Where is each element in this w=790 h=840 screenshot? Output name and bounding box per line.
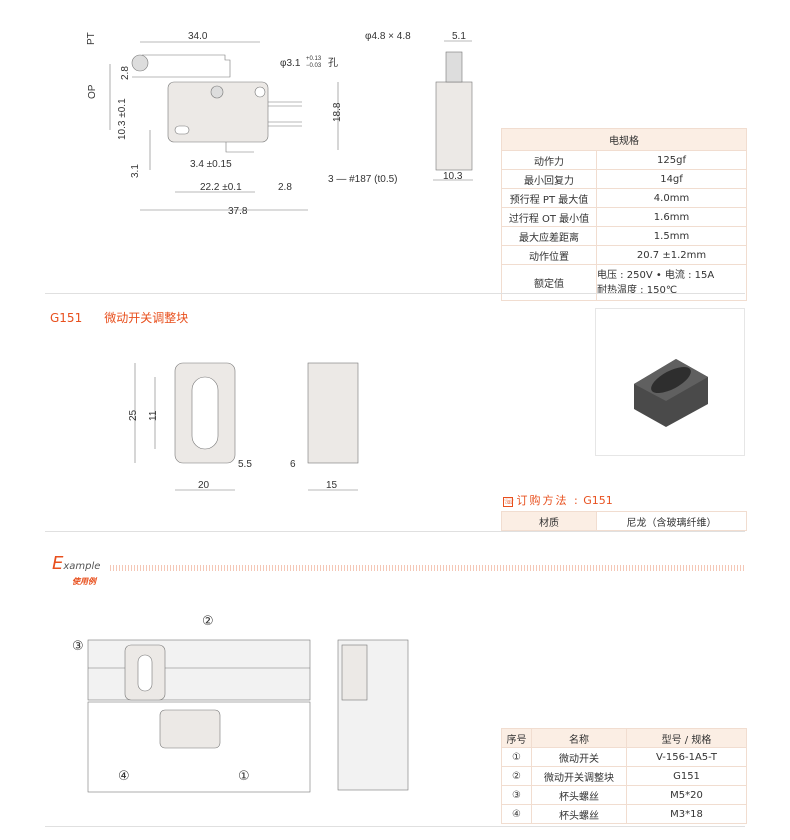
callout-1: ① <box>238 768 250 783</box>
example-drawing: ③ ② ④ ① <box>72 613 409 793</box>
example-rest: xample <box>63 561 101 572</box>
spec-label: 动作位置 <box>501 245 597 265</box>
cell: V-156-1A5-T <box>626 747 747 767</box>
header-name: 名称 <box>531 728 627 748</box>
cell: 微动开关调整块 <box>531 766 627 786</box>
dim-6: 6 <box>290 459 296 470</box>
order-code: G151 <box>583 494 613 507</box>
order-label: 订购方法 : <box>516 494 580 507</box>
hole-tol-up: +0.13 <box>306 56 322 62</box>
hole-suffix: 孔 <box>328 57 338 69</box>
divider <box>45 293 745 294</box>
header-model: 型号 / 规格 <box>626 728 747 748</box>
op-label: OP <box>87 84 98 99</box>
spec-label: 最小回复力 <box>501 169 597 189</box>
cell: ④ <box>501 804 532 824</box>
roller-label: φ4.8 × 4.8 <box>365 31 411 42</box>
spec-value: 4.0mm <box>596 188 747 208</box>
spec-title: 电规格 <box>501 128 747 151</box>
phone-icon: ☏ <box>503 497 515 507</box>
dim-25: 25 <box>128 409 139 421</box>
cell: G151 <box>626 766 747 786</box>
cell: ① <box>501 747 532 767</box>
cell: M5*20 <box>626 785 747 805</box>
spec-label: 过行程 OT 最小值 <box>501 207 597 227</box>
product-code: G151 <box>50 311 83 325</box>
spec-value: 1.5mm <box>596 226 747 246</box>
cell: ② <box>501 766 532 786</box>
pt-label: PT <box>86 32 97 45</box>
spec-label: 动作力 <box>501 150 597 170</box>
dim-3-1: 3.1 <box>130 164 141 178</box>
rated-line2: 耐热温度 : 150℃ <box>597 284 678 296</box>
material-label: 材质 <box>501 511 597 531</box>
product-photo <box>595 308 745 456</box>
dim-18-8: 18.8 <box>332 102 343 122</box>
cell: 杯头螺丝 <box>531 785 627 805</box>
product-name: 微动开关调整块 <box>104 311 189 325</box>
order-method: ☏ 订购方法 : G151 <box>503 492 613 508</box>
dim-2-8b: 2.8 <box>278 182 292 193</box>
cell: ③ <box>501 785 532 805</box>
dim-37-8: 37.8 <box>228 206 248 217</box>
example-dotted-rule <box>110 565 746 571</box>
divider <box>45 826 745 827</box>
callout-3: ③ <box>72 638 84 653</box>
spec-value: 20.7 ±1.2mm <box>596 245 747 265</box>
product-heading: G151 微动开关调整块 <box>50 309 188 326</box>
header-no: 序号 <box>501 728 532 748</box>
material-table: 材质尼龙（含玻璃纤维） <box>501 511 747 531</box>
adjust-block-drawing: 25 11 5.5 20 6 15 <box>128 362 359 491</box>
material-value: 尼龙（含玻璃纤维） <box>596 511 747 531</box>
dim-5-5: 5.5 <box>238 459 252 470</box>
dim-10-3b: 10.3 <box>443 171 463 182</box>
dim-3-4: 3.4 ±0.15 <box>190 159 232 170</box>
dim-20: 20 <box>198 480 210 491</box>
dim-11: 11 <box>148 410 159 421</box>
spec-label: 最大应差距离 <box>501 226 597 246</box>
divider <box>45 531 745 532</box>
dim-2-8: 2.8 <box>120 66 131 80</box>
callout-2: ② <box>202 613 214 628</box>
dim-5-1: 5.1 <box>452 31 466 42</box>
example-e: E <box>52 553 64 574</box>
example-subtitle: 使用例 <box>72 577 96 586</box>
dim-22-2: 22.2 ±0.1 <box>200 182 242 193</box>
rated-line1: 电压 : 250V • 电流 : 15A <box>597 269 715 281</box>
spec-value: 14gf <box>596 169 747 189</box>
dim-15: 15 <box>326 480 338 491</box>
dim-10-3: 10.3 ±0.1 <box>117 98 128 140</box>
spec-value: 1.6mm <box>596 207 747 227</box>
dim-hole: φ3.1 <box>280 58 301 69</box>
example-heading: Example <box>52 553 100 574</box>
cell: 微动开关 <box>531 747 627 767</box>
microswitch-drawing: PT OP 34.0 2.8 10.3 ±0.1 φ3.1 +0.13 −0.0… <box>86 31 473 217</box>
hole-tol-dn: −0.03 <box>306 63 322 69</box>
cell: M3*18 <box>626 804 747 824</box>
cell: 杯头螺丝 <box>531 804 627 824</box>
dim-34: 34.0 <box>188 31 208 42</box>
spec-value: 125gf <box>596 150 747 170</box>
spec-label: 额定值 <box>501 264 597 301</box>
callout-4: ④ <box>118 768 130 783</box>
terminal-label: 3 — #187 (t0.5) <box>328 174 397 185</box>
spec-label: 预行程 PT 最大值 <box>501 188 597 208</box>
